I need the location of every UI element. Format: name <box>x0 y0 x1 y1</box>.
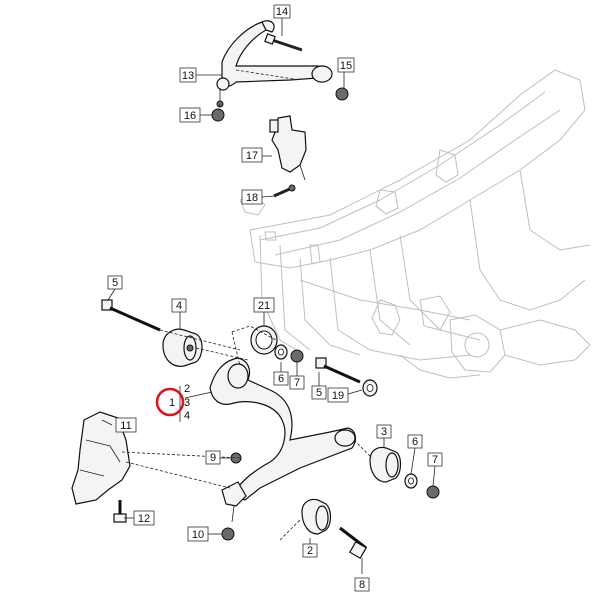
callout-9[interactable]: 9 <box>205 450 221 465</box>
callout-7-upper[interactable]: 7 <box>289 375 305 390</box>
svg-text:21: 21 <box>258 300 270 312</box>
callout-1-highlight-circle <box>155 387 185 417</box>
subframe-outline <box>239 69 591 379</box>
callout-7-lower[interactable]: 7 <box>427 452 443 467</box>
nut-16 <box>211 108 225 122</box>
callout-14[interactable]: 14 <box>273 4 291 19</box>
svg-text:12: 12 <box>138 513 150 525</box>
callout-10[interactable]: 10 <box>187 526 209 542</box>
callout-15[interactable]: 15 <box>337 57 355 73</box>
washer-6-upper <box>274 344 288 360</box>
svg-text:16: 16 <box>184 110 196 122</box>
svg-text:10: 10 <box>192 529 204 541</box>
nut-7-upper <box>290 349 304 363</box>
bushing-4 <box>162 328 203 367</box>
bolt-12 <box>113 500 127 523</box>
svg-text:2: 2 <box>307 545 313 557</box>
nut-15 <box>335 87 349 101</box>
svg-text:3: 3 <box>381 426 387 438</box>
callout-11[interactable]: 11 <box>115 417 137 433</box>
svg-text:5: 5 <box>316 387 322 399</box>
callout-2-group[interactable]: 2 <box>184 383 190 395</box>
callout-18[interactable]: 18 <box>241 189 263 205</box>
lower-control-arm <box>209 357 357 523</box>
bolt-18 <box>273 184 296 198</box>
svg-text:15: 15 <box>340 60 352 72</box>
callout-13[interactable]: 13 <box>179 67 197 83</box>
callout-1[interactable]: 1 <box>155 387 185 417</box>
callout-5-upper-left[interactable]: 5 <box>107 275 123 290</box>
callout-17[interactable]: 17 <box>241 147 263 163</box>
svg-text:14: 14 <box>276 6 288 18</box>
svg-text:19: 19 <box>332 390 344 402</box>
leader-lines <box>101 18 436 574</box>
svg-text:17: 17 <box>246 150 258 162</box>
svg-text:8: 8 <box>359 579 365 591</box>
callout-21[interactable]: 21 <box>253 297 275 313</box>
svg-text:7: 7 <box>432 454 438 466</box>
bushing-2 <box>301 498 332 535</box>
svg-text:2: 2 <box>184 383 190 395</box>
bushing-3 <box>369 446 402 483</box>
callout-3-group[interactable]: 3 <box>184 397 190 409</box>
callout-4-upper[interactable]: 4 <box>171 298 187 313</box>
callout-19[interactable]: 19 <box>327 387 349 403</box>
svg-text:9: 9 <box>210 452 216 464</box>
bolt-5-right <box>315 357 361 384</box>
callout-12[interactable]: 12 <box>133 510 155 526</box>
washer-6-lower <box>404 473 418 489</box>
svg-text:6: 6 <box>278 373 284 385</box>
svg-text:4: 4 <box>176 300 182 312</box>
svg-text:3: 3 <box>184 397 190 409</box>
callout-5-right[interactable]: 5 <box>311 385 327 400</box>
svg-text:7: 7 <box>294 377 300 389</box>
upper-control-arm <box>216 20 333 108</box>
nut-9 <box>230 452 242 464</box>
bolt-8 <box>339 526 368 560</box>
sensor-bracket-17 <box>269 115 307 181</box>
washer-19 <box>362 379 378 397</box>
svg-text:13: 13 <box>182 70 194 82</box>
svg-text:18: 18 <box>246 192 258 204</box>
svg-text:5: 5 <box>112 277 118 289</box>
svg-text:4: 4 <box>184 410 190 422</box>
bolt-5-left <box>101 299 161 332</box>
bolt-14 <box>264 33 303 52</box>
nut-10 <box>221 527 235 541</box>
svg-text:1: 1 <box>169 397 175 409</box>
callout-4-group[interactable]: 4 <box>184 410 190 422</box>
callout-6-lower[interactable]: 6 <box>407 434 423 449</box>
callout-2-lower[interactable]: 2 <box>302 543 318 558</box>
callout-8[interactable]: 8 <box>354 577 370 592</box>
callout-6-upper[interactable]: 6 <box>273 371 289 386</box>
svg-text:11: 11 <box>120 420 131 432</box>
nut-7-lower <box>426 485 440 499</box>
callout-3-right[interactable]: 3 <box>376 424 392 439</box>
ring-21 <box>250 325 278 355</box>
svg-text:6: 6 <box>412 436 418 448</box>
callouts: 14 13 15 16 17 18 5 4 <box>107 4 443 592</box>
callout-16[interactable]: 16 <box>179 107 201 123</box>
